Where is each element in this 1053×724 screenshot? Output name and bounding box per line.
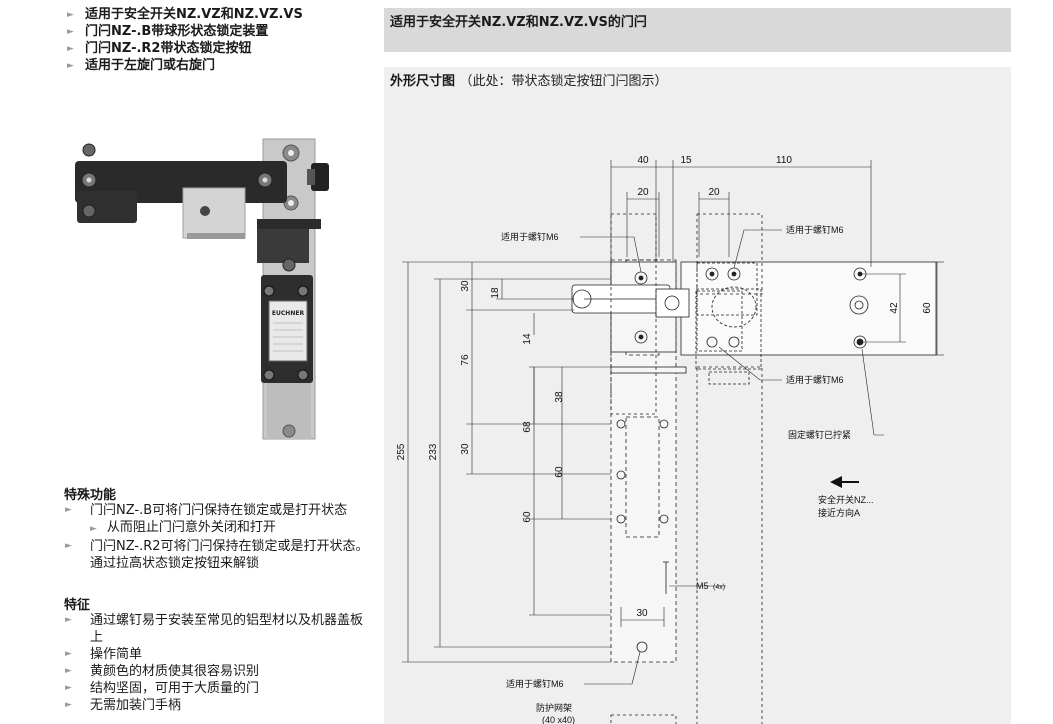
bullet-icon: ► <box>65 541 72 551</box>
dim-60c: 60 <box>922 302 933 314</box>
special-item: ►门闩NZ-.R2可将门闩保持在锁定或是打开状态。通过拉高状态锁定按钮来解锁 <box>65 539 369 571</box>
characteristic-item: ►结构坚固，可用于大质量的门 <box>65 681 260 696</box>
bullet-icon: ► <box>65 649 72 659</box>
dim-110: 110 <box>776 155 792 166</box>
label-m5: M5 <box>696 581 709 591</box>
feature-list: ►适用于安全开关NZ.VZ和NZ.VZ.VS ►门闩NZ-.B带球形状态锁定装置… <box>67 6 303 74</box>
bullet-icon: ► <box>65 615 72 625</box>
drawing-geometry <box>571 213 937 724</box>
dim-30a: 30 <box>460 280 471 292</box>
drawing-title: 外形尺寸图 （此处：带状态锁定按钮门闩图示） <box>390 74 668 89</box>
label-safety-switch: 安全开关NZ... <box>818 494 874 505</box>
dim-18: 18 <box>490 287 501 299</box>
dim-233: 233 <box>428 443 439 460</box>
section-header-title: 适用于安全开关NZ.VZ和NZ.VZ.VS的门闩 <box>390 15 647 30</box>
brand-label: EUCHNER <box>272 310 305 317</box>
dim-60a: 60 <box>554 466 565 478</box>
feature-item: ►适用于左旋门或右旋门 <box>67 58 216 73</box>
characteristic-item: ►无需加装门手柄 <box>65 698 182 713</box>
label-screw-m6-middle: 适用于螺钉M6 <box>786 375 844 385</box>
dim-40: 40 <box>637 155 649 166</box>
dim-76: 76 <box>460 354 471 366</box>
dim-38: 38 <box>554 391 565 403</box>
label-approach-direction: 接近方向A <box>818 507 860 518</box>
dim-68: 68 <box>522 421 533 433</box>
bullet-icon: ► <box>67 27 74 37</box>
approach-arrow-icon <box>830 476 859 488</box>
characteristics-list: ►通过螺钉易于安装至常见的铝型材以及机器盖板上 ►操作简单 ►黄颜色的材质使其很… <box>64 612 374 714</box>
dim-20b: 20 <box>708 187 720 198</box>
bullet-icon: ► <box>65 700 72 710</box>
special-subitem: ►从而阻止门闩意外关闭和打开 <box>90 520 276 535</box>
bullet-icon: ► <box>65 505 72 515</box>
label-guard-mesh: 防护网架 <box>536 702 572 713</box>
label-fixing-screw: 固定螺钉已拧紧 <box>788 429 851 440</box>
bullet-icon: ► <box>65 666 72 676</box>
bullet-icon: ► <box>67 10 74 20</box>
dimension-drawing: 40 15 110 20 20 30 18 14 76 38 68 30 60 … <box>396 155 944 724</box>
dim-30c: 30 <box>636 608 648 619</box>
bullet-icon: ► <box>67 61 74 71</box>
feature-item: ►门闩NZ-.B带球形状态锁定装置 <box>67 24 269 39</box>
dim-42: 42 <box>889 302 900 314</box>
label-screw-m6-top-right: 适用于螺钉M6 <box>786 225 844 235</box>
dimension-lines <box>402 160 944 685</box>
bullet-icon: ► <box>67 44 74 54</box>
dim-15: 15 <box>680 155 692 166</box>
label-guard-size: (40 x40) <box>542 715 575 724</box>
dim-255: 255 <box>396 443 407 460</box>
characteristic-item: ►通过螺钉易于安装至常见的铝型材以及机器盖板上 <box>65 613 364 645</box>
label-screw-m6-top-left: 适用于螺钉M6 <box>501 232 559 242</box>
callout-labels: 适用于螺钉M6 适用于螺钉M6 适用于螺钉M6 固定螺钉已拧紧 安全开关NZ..… <box>501 225 874 724</box>
characteristics-title: 特征 <box>64 598 91 613</box>
special-title: 特殊功能 <box>64 488 117 503</box>
dimension-drawing-panel: 外形尺寸图 （此处：带状态锁定按钮门闩图示） <box>384 67 1011 724</box>
feature-item: ►门闩NZ-.R2带状态锁定按钮 <box>67 41 252 56</box>
characteristic-item: ►操作简单 <box>65 647 143 662</box>
dim-14: 14 <box>522 333 533 345</box>
product-photo: EUCHNER <box>75 138 329 440</box>
label-screw-m6-bottom: 适用于螺钉M6 <box>506 679 564 689</box>
left-column: ►适用于安全开关NZ.VZ和NZ.VZ.VS ►门闩NZ-.B带球形状态锁定装置… <box>0 0 384 724</box>
special-item: ►门闩NZ-.B可将门闩保持在锁定或是打开状态 <box>65 503 348 518</box>
feature-item: ►适用于安全开关NZ.VZ和NZ.VZ.VS <box>67 7 303 22</box>
dim-30b: 30 <box>460 443 471 455</box>
characteristic-item: ►黄颜色的材质使其很容易识别 <box>65 664 260 679</box>
dimension-texts: 40 15 110 20 20 30 18 14 76 38 68 30 60 … <box>396 155 933 619</box>
bullet-icon: ► <box>90 524 97 534</box>
dim-60b: 60 <box>522 511 533 523</box>
section-header: 适用于安全开关NZ.VZ和NZ.VZ.VS的门闩 <box>384 8 1011 52</box>
bullet-icon: ► <box>65 683 72 693</box>
dim-20a: 20 <box>637 187 649 198</box>
special-list: ►门闩NZ-.B可将门闩保持在锁定或是打开状态 ►从而阻止门闩意外关闭和打开 ►… <box>64 502 374 572</box>
label-m5-qty: (4x) <box>713 584 725 591</box>
